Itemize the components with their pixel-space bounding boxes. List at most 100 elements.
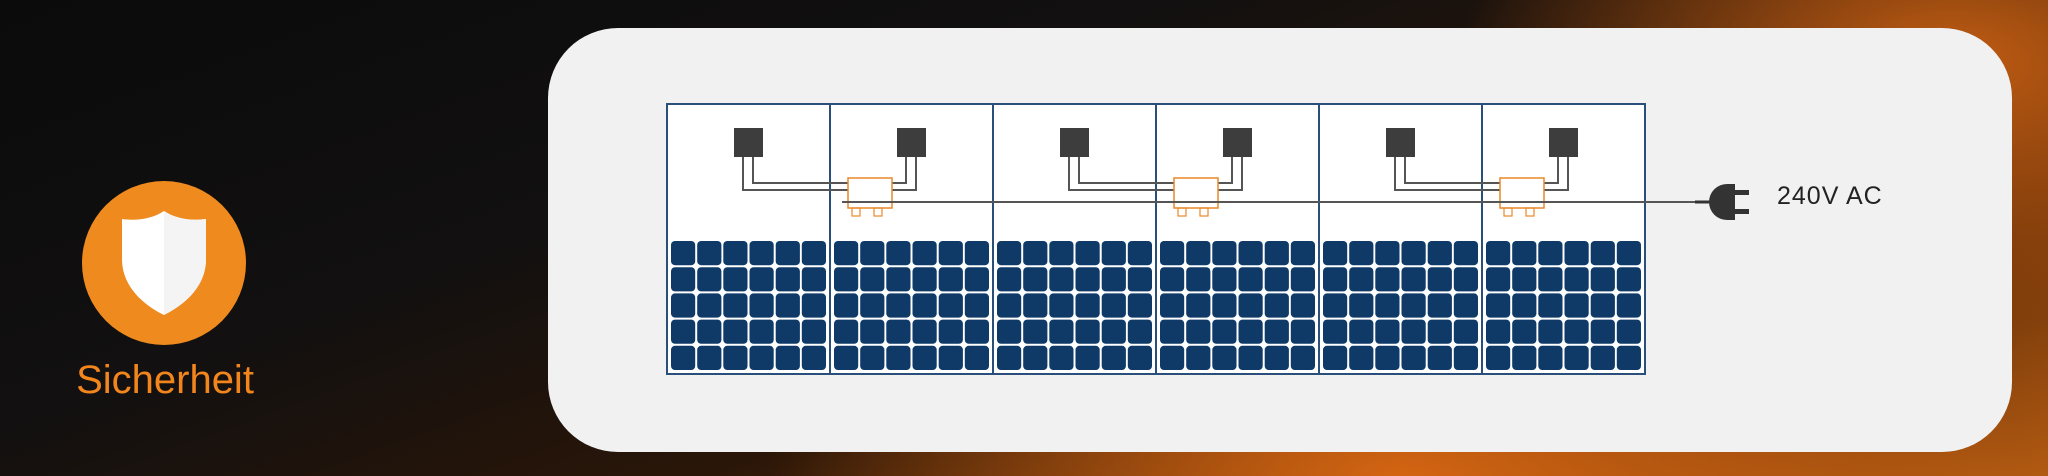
solar-cell (834, 319, 859, 344)
solar-cell (1186, 345, 1211, 370)
plug-icon (1709, 184, 1735, 220)
solar-cell (1590, 293, 1615, 318)
dc-wire (742, 157, 848, 191)
solar-cell (1590, 345, 1615, 370)
solar-cell (1538, 319, 1563, 344)
solar-cell (671, 241, 696, 266)
shield-icon (122, 211, 206, 315)
solar-cell (723, 267, 748, 292)
feature-badge-area: Sicherheit (0, 0, 330, 476)
solar-cell (1186, 293, 1211, 318)
solar-cell (997, 241, 1022, 266)
solar-cell (1590, 319, 1615, 344)
junction-box (1386, 128, 1415, 157)
solar-cell (1075, 345, 1100, 370)
dc-wire (1404, 157, 1500, 184)
solar-cell (1101, 345, 1126, 370)
solar-cell (1160, 345, 1185, 370)
solar-cell (912, 267, 937, 292)
solar-cell (1538, 345, 1563, 370)
solar-cell (1349, 319, 1374, 344)
solar-cell (1427, 319, 1452, 344)
solar-cell (1212, 293, 1237, 318)
solar-cell (775, 241, 800, 266)
solar-cell (938, 319, 963, 344)
solar-cell (938, 345, 963, 370)
solar-cell (1101, 267, 1126, 292)
junction-box (1549, 128, 1578, 157)
solar-cell (749, 319, 774, 344)
solar-cell (938, 267, 963, 292)
solar-cell (1127, 267, 1152, 292)
solar-cell (1127, 293, 1152, 318)
solar-cell (1375, 293, 1400, 318)
solar-cell (697, 293, 722, 318)
solar-cell (1264, 345, 1289, 370)
solar-cell (1023, 345, 1048, 370)
solar-cell (775, 319, 800, 344)
solar-cell (1101, 319, 1126, 344)
shield-badge (82, 181, 246, 345)
solar-cell (1349, 345, 1374, 370)
solar-cell (1127, 345, 1152, 370)
solar-cell (1453, 267, 1478, 292)
solar-cell (1212, 241, 1237, 266)
solar-cell (860, 267, 885, 292)
solar-cell (1538, 241, 1563, 266)
solar-cell (1486, 267, 1511, 292)
junction-box (897, 128, 926, 157)
solar-cell (1323, 345, 1348, 370)
solar-cell (801, 319, 826, 344)
solar-cell (1290, 345, 1315, 370)
inverter-connector (1177, 207, 1187, 217)
solar-cell (1238, 345, 1263, 370)
solar-cell (1453, 345, 1478, 370)
solar-cell (1160, 293, 1185, 318)
solar-cell (1290, 293, 1315, 318)
solar-cell (912, 319, 937, 344)
solar-cell (697, 345, 722, 370)
solar-cell (1538, 293, 1563, 318)
solar-cell (1453, 241, 1478, 266)
solar-cell (1375, 241, 1400, 266)
solar-cell (1349, 241, 1374, 266)
solar-cell (1186, 267, 1211, 292)
solar-cell (1349, 267, 1374, 292)
solar-cell (723, 319, 748, 344)
dc-wire (1068, 157, 1174, 191)
solar-cell (886, 319, 911, 344)
solar-cell (1616, 241, 1641, 266)
solar-cell (1486, 319, 1511, 344)
solar-cell (938, 241, 963, 266)
solar-cell (749, 293, 774, 318)
solar-cell (1212, 267, 1237, 292)
solar-cell (1238, 319, 1263, 344)
dc-wire (752, 157, 848, 184)
junction-box (734, 128, 763, 157)
microinverter (1499, 177, 1545, 209)
inverter-connector (1199, 207, 1209, 217)
solar-cell (886, 267, 911, 292)
solar-cell (1512, 267, 1537, 292)
solar-cell (1616, 345, 1641, 370)
microinverter (1173, 177, 1219, 209)
output-voltage-label: 240V AC (1777, 182, 1883, 210)
solar-cell (1323, 267, 1348, 292)
solar-cell (1290, 267, 1315, 292)
solar-cell (1616, 267, 1641, 292)
solar-cell (1401, 345, 1426, 370)
solar-cell (749, 241, 774, 266)
solar-cell (1264, 319, 1289, 344)
solar-cell (697, 241, 722, 266)
solar-cell (1186, 241, 1211, 266)
dc-wire (1394, 157, 1500, 191)
solar-cell (886, 293, 911, 318)
solar-cell (964, 293, 989, 318)
solar-cell (1590, 241, 1615, 266)
solar-cell (801, 267, 826, 292)
solar-cell (1049, 267, 1074, 292)
solar-cell (1512, 345, 1537, 370)
solar-cell (997, 345, 1022, 370)
solar-cell (1186, 319, 1211, 344)
solar-cell (964, 345, 989, 370)
